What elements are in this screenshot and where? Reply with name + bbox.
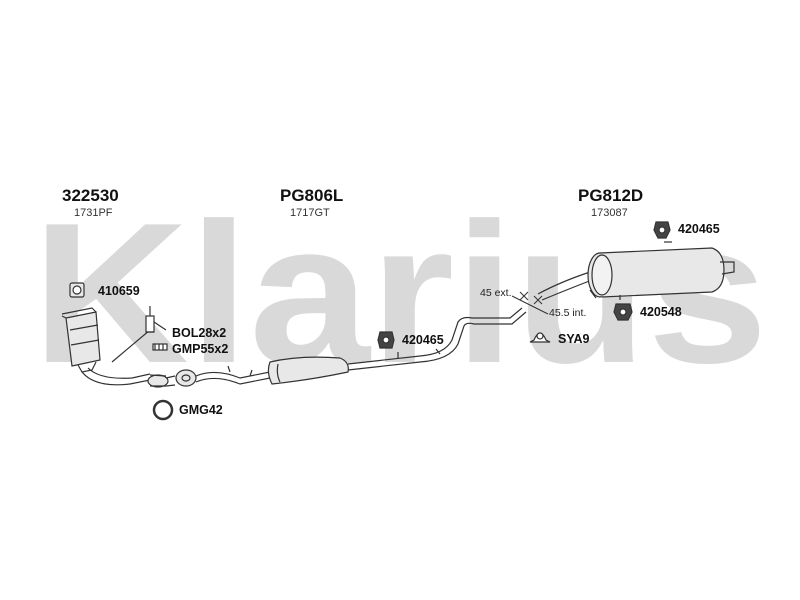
note-int: 45.5 int. bbox=[549, 307, 587, 319]
part-code-front: 322530 bbox=[62, 186, 119, 205]
label-clamp: SYA9 bbox=[558, 332, 590, 346]
label-mount-mid: 420465 bbox=[402, 333, 444, 347]
catalytic-converter bbox=[61, 307, 101, 373]
part-code-rear: PG812D bbox=[578, 186, 644, 205]
label-spring: GMP55x2 bbox=[172, 342, 229, 356]
label-mount-rear-top: 420465 bbox=[678, 222, 720, 236]
bolt-icon bbox=[145, 306, 167, 333]
front-pipe bbox=[81, 329, 176, 388]
label-gasket-ring: GMG42 bbox=[179, 403, 223, 417]
part-ref-front: 1731PF bbox=[74, 207, 113, 219]
mount-rear-low-icon bbox=[613, 303, 633, 321]
joint-marker bbox=[511, 291, 549, 315]
gasket-flat-hole bbox=[72, 285, 82, 295]
mount-mid-icon bbox=[377, 331, 395, 349]
part-ref-middle: 1717GT bbox=[290, 207, 330, 219]
label-mount-rear-low: 420548 bbox=[640, 305, 682, 319]
part-code-middle: PG806L bbox=[280, 186, 344, 205]
note-ext: 45 ext. bbox=[480, 287, 512, 299]
intermediate-pipe bbox=[195, 365, 271, 385]
rear-silencer bbox=[537, 247, 735, 301]
label-bolt: BOL28x2 bbox=[172, 326, 227, 340]
part-ref-rear: 173087 bbox=[591, 207, 628, 219]
clamp-icon bbox=[529, 332, 551, 343]
gasket-ring-icon bbox=[152, 399, 174, 421]
flange bbox=[175, 369, 197, 387]
middle-silencer bbox=[267, 356, 349, 385]
spring-icon bbox=[152, 343, 168, 351]
mount-rear-top-icon bbox=[653, 221, 672, 243]
rear-pipe bbox=[347, 307, 527, 371]
label-gasket-flat: 410659 bbox=[98, 284, 140, 298]
